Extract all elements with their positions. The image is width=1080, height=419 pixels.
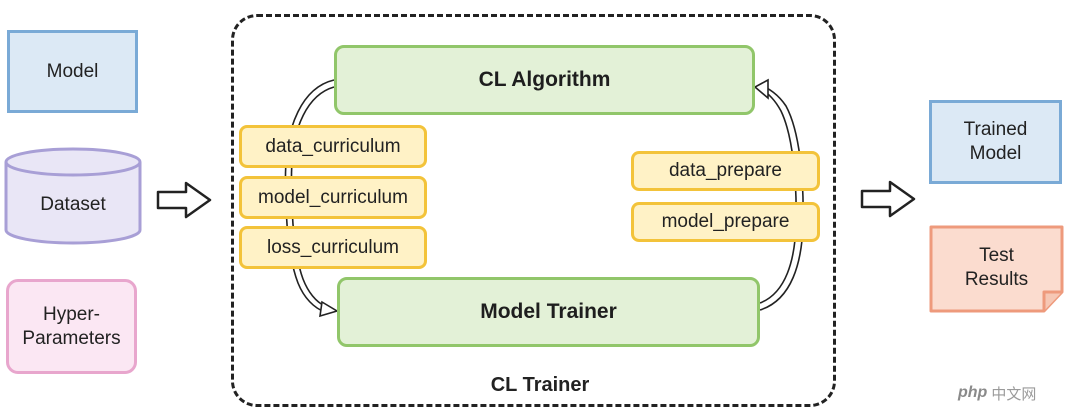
watermark-text: 中文网 — [991, 385, 1037, 403]
dataset-input-label: Dataset — [40, 194, 106, 215]
loss-curriculum-tag: loss_curriculum — [239, 226, 427, 269]
cl-trainer-frame — [231, 14, 836, 407]
input-arrow — [156, 181, 212, 219]
data-curriculum-tag: data_curriculum — [239, 125, 427, 168]
model-input-label: Model — [46, 60, 99, 82]
data-prepare-tag: data_prepare — [631, 151, 820, 191]
test-results-label-line1: Test — [979, 245, 1014, 267]
cl-algorithm-box: CL Algorithm — [334, 45, 755, 115]
trained-model-label-line1: Trained — [963, 119, 1028, 141]
watermark: php 中文网 — [958, 378, 1078, 408]
dataset-input: Dataset — [5, 180, 141, 230]
cl-trainer-label: CL Trainer — [490, 373, 590, 396]
model-trainer-box: Model Trainer — [337, 277, 760, 347]
cl-algorithm-label: CL Algorithm — [478, 68, 611, 91]
trained-model-output-box: Trained Model — [929, 100, 1062, 184]
watermark-logo: php — [958, 384, 988, 401]
hyperparameters-label-line1: Hyper- — [42, 303, 100, 325]
hyperparameters-input-box: Hyper- Parameters — [6, 279, 137, 374]
hyperparameters-label-line2: Parameters — [22, 327, 121, 349]
model-trainer-label: Model Trainer — [480, 300, 617, 323]
model-prepare-tag: model_prepare — [631, 202, 820, 242]
model-input-box: Model — [7, 30, 138, 113]
test-results-label-line2: Results — [964, 269, 1029, 290]
output-arrow — [860, 180, 916, 218]
trained-model-label-line2: Model — [969, 143, 1022, 164]
model-curriculum-tag: model_curriculum — [239, 176, 427, 219]
test-results-output: Test Results — [931, 228, 1062, 308]
